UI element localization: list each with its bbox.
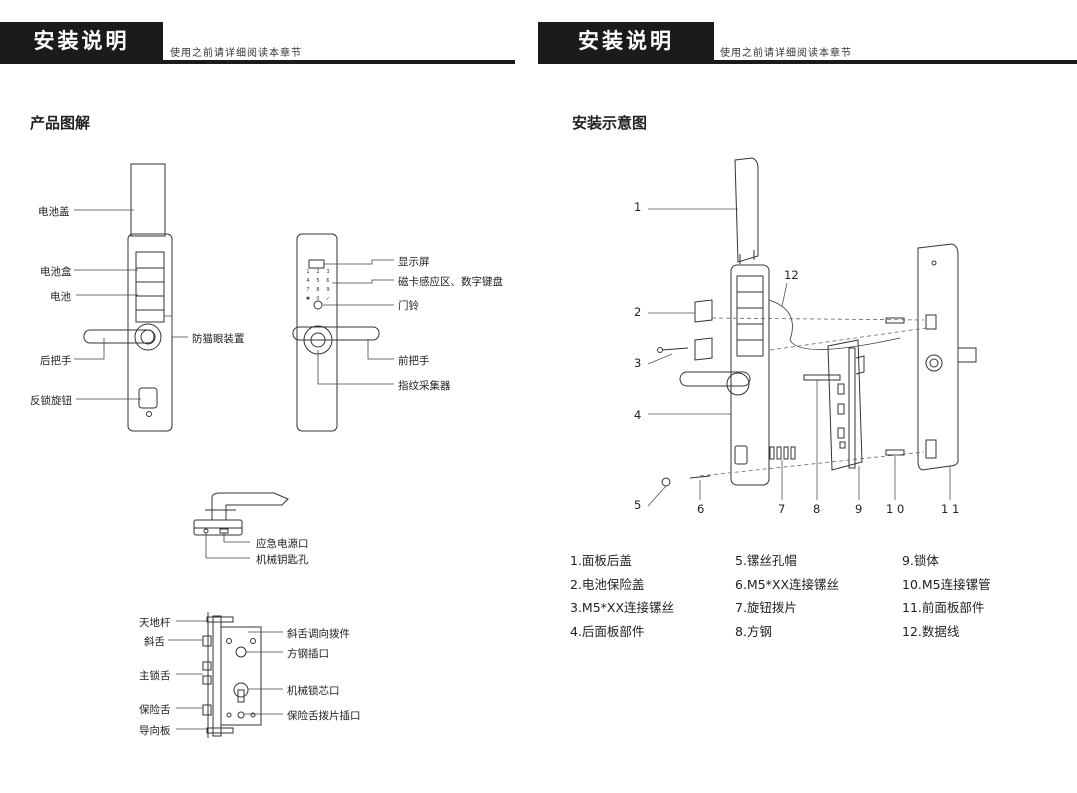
- keypad-key: ✱: [305, 296, 311, 302]
- parts-list-item: 2.电池保险盖: [570, 576, 645, 592]
- keypad-key: 5: [316, 278, 320, 284]
- callout-11: 1 1: [941, 502, 960, 516]
- callout-4: 4: [634, 408, 642, 422]
- keypad-key: 2: [316, 269, 320, 275]
- keypad-key: 3: [326, 269, 330, 275]
- left-header-rule: [0, 60, 515, 64]
- back-label-battery-cover: 电池盖: [38, 206, 70, 218]
- lock-label-latch-direction: 斜舌调向拨件: [287, 628, 350, 640]
- label-emergency-power: 应急电源口: [256, 538, 309, 550]
- callout-5: 5: [634, 498, 642, 512]
- lock-label-spindle-socket: 方钢插口: [287, 648, 329, 660]
- callout-6: 6: [697, 502, 705, 516]
- back-label-battery: 电池: [50, 291, 71, 303]
- keypad-key: 0: [316, 296, 320, 302]
- callout-2: 2: [634, 305, 642, 319]
- parts-list-col-1: 1.面板后盖 2.电池保险盖 3.M5*XX连接镙丝 4.后面板部件: [570, 549, 674, 643]
- front-label-fingerprint: 指纹采集器: [398, 380, 451, 392]
- lock-label-latch: 斜舌: [144, 636, 165, 648]
- parts-list-item: 6.M5*XX连接镙丝: [735, 576, 840, 592]
- parts-list-col-3: 9.锁体 10.M5连接镙管 11.前面板部件 12.数据线: [902, 549, 991, 643]
- right-section-title: 安装示意图: [572, 114, 648, 132]
- front-label-display: 显示屏: [398, 256, 430, 268]
- parts-list-col-2: 5.镙丝孔帽 6.M5*XX连接镙丝 7.旋钮拨片 8.方钢: [735, 549, 839, 643]
- lock-label-safety-bolt: 保险舌: [139, 704, 171, 716]
- label-anti-peep: 防猫眼装置: [192, 333, 245, 345]
- back-label-rear-handle: 后把手: [40, 355, 72, 367]
- left-section-title: 产品图解: [30, 114, 91, 132]
- keypad-grid: 1 2 3 4 5 6 7 8 9 ✱ 0 ✓: [303, 269, 333, 302]
- lock-label-main-bolt: 主锁舌: [139, 670, 171, 682]
- keypad-key: 6: [326, 278, 330, 284]
- front-label-doorbell: 门铃: [398, 300, 419, 312]
- callout-7: 7: [778, 502, 786, 516]
- callout-9: 9: [855, 502, 863, 516]
- left-header-subtitle: 使用之前请详细阅读本章节: [170, 48, 302, 59]
- left-header-title: 安装说明: [0, 22, 163, 60]
- lock-label-safety-slot: 保险舌拨片插口: [287, 710, 361, 722]
- parts-list-item: 3.M5*XX连接镙丝: [570, 600, 675, 615]
- front-label-front-handle: 前把手: [398, 355, 430, 367]
- back-label-battery-box: 电池盒: [40, 266, 72, 278]
- parts-list-item: 7.旋钮拨片: [735, 600, 797, 615]
- front-label-keypad: 磁卡感应区、数字键盘: [398, 276, 503, 288]
- callout-8: 8: [813, 502, 821, 516]
- parts-list-item: 1.面板后盖: [570, 553, 632, 568]
- keypad-key: 7: [306, 287, 310, 293]
- right-header-subtitle: 使用之前请详细阅读本章节: [720, 48, 852, 59]
- parts-list-item: 8.方钢: [735, 623, 772, 639]
- parts-list-item: 5.镙丝孔帽: [735, 553, 797, 568]
- lock-label-cylinder: 机械锁芯口: [287, 685, 340, 697]
- keypad-key: 9: [326, 287, 330, 293]
- lock-label-guide-plate: 导向板: [139, 725, 171, 737]
- parts-list-item: 11.前面板部件: [902, 600, 985, 615]
- keypad-key: 8: [316, 287, 320, 293]
- right-header-rule: [538, 60, 1077, 64]
- right-header-title: 安装说明: [538, 22, 714, 60]
- callout-3: 3: [634, 356, 642, 370]
- label-mechanical-keyhole: 机械钥匙孔: [256, 554, 309, 566]
- keypad-key: ✓: [325, 296, 331, 302]
- keypad-key: 1: [306, 269, 310, 275]
- lock-label-rod: 天地杆: [139, 617, 171, 629]
- parts-list-item: 12.数据线: [902, 623, 960, 639]
- parts-list-item: 9.锁体: [902, 553, 939, 568]
- back-label-lock-knob: 反锁旋钮: [30, 395, 72, 407]
- parts-list-item: 10.M5连接镙管: [902, 576, 991, 592]
- keypad-key: 4: [306, 278, 310, 284]
- callout-1: 1: [634, 200, 642, 214]
- parts-list-item: 4.后面板部件: [570, 623, 645, 639]
- callout-12: 12: [784, 268, 799, 282]
- callout-10: 1 0: [886, 502, 905, 516]
